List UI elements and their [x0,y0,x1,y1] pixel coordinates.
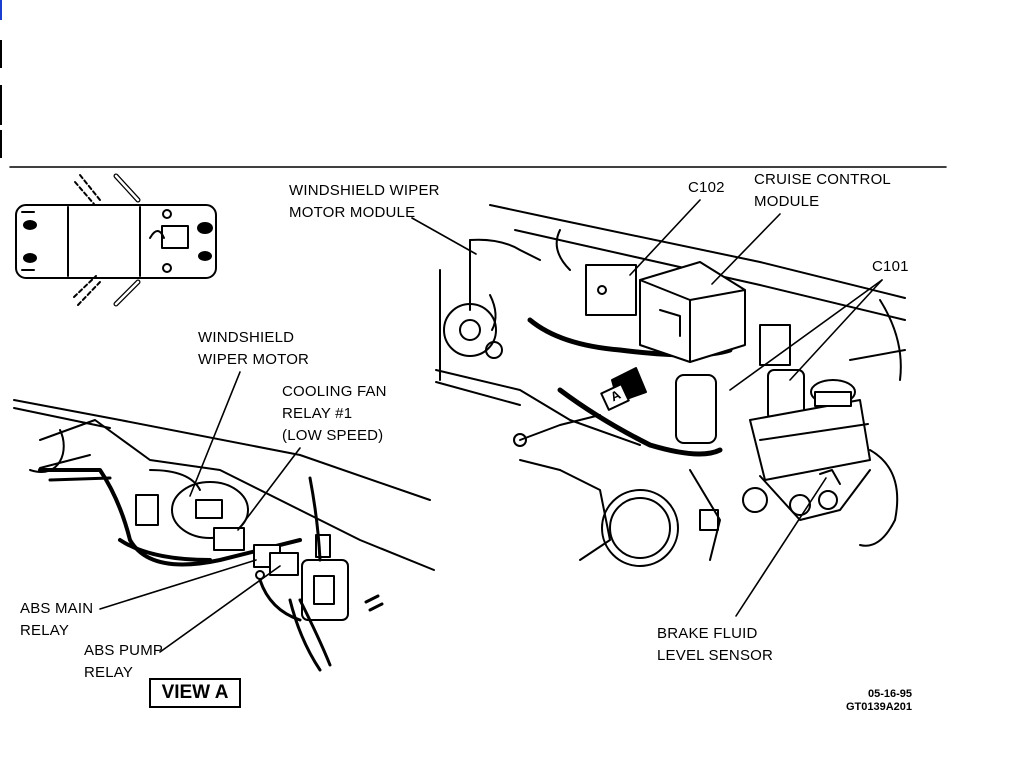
label-cooling-fan-relay: COOLING FAN RELAY #1 (LOW SPEED) [282,383,387,444]
label-cruise-control-module: CRUISE CONTROL MODULE [754,171,891,210]
label-c101: C101 [872,258,909,275]
leader-lines [99,199,883,653]
engine-bay-drawing [435,204,906,567]
label-windshield-wiper-motor: WINDSHIELD WIPER MOTOR [198,329,310,368]
left-edge-mark [0,40,2,68]
left-edge-mark [0,0,2,20]
left-edge-mark [0,130,2,158]
left-edge-mark [0,85,2,125]
view-a-label: VIEW A [149,678,241,708]
vehicle-locator-icon [15,173,217,307]
label-brake-fluid-level-sensor: BRAKE FLUID LEVEL SENSOR [657,625,774,664]
view-a-detail-drawing [13,399,435,672]
label-abs-pump-relay: ABS PUMP RELAY [84,642,164,681]
label-c102: C102 [688,179,725,196]
label-abs-main-relay: ABS MAIN RELAY [20,600,94,639]
figure-id: GT0139A201 [845,701,912,713]
date-code: 05-16-95 [867,688,912,700]
label-wiper-motor-module: WINDSHIELD WIPER MOTOR MODULE [289,182,440,221]
